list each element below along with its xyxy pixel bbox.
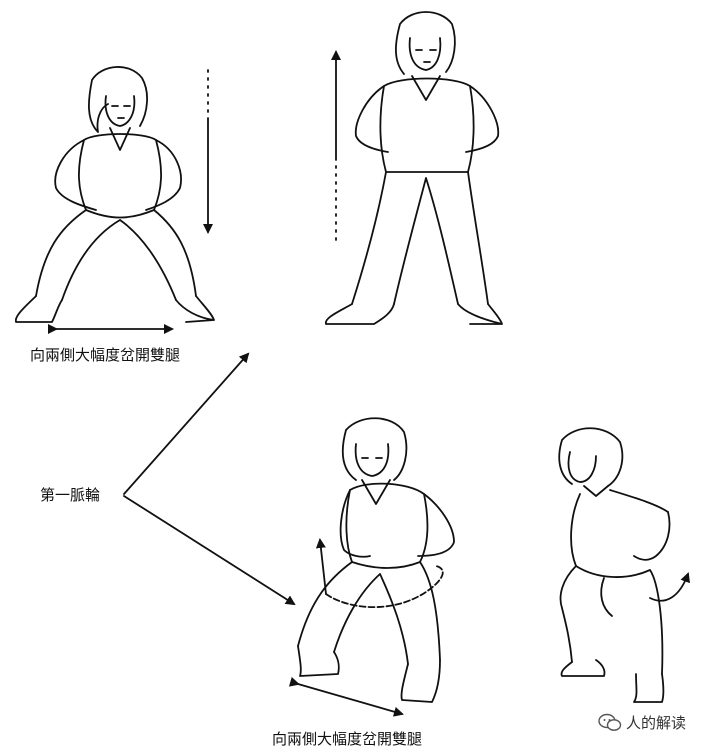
figure-standing <box>326 12 502 324</box>
label-first-chakra: 第一脈輪 <box>40 484 100 505</box>
figure-squat-side <box>559 428 669 702</box>
wechat-icon <box>598 713 622 733</box>
pointer-line-up <box>124 354 248 494</box>
double-arrow-icon <box>298 684 402 714</box>
watermark-text: 人的解读 <box>626 712 686 733</box>
watermark: 人的解读 <box>598 712 686 733</box>
figure-squat-front <box>16 67 214 322</box>
caption-top: 向兩側大幅度岔開雙腿 <box>30 344 180 365</box>
pointer-line-down <box>124 496 294 604</box>
caption-bottom: 向兩側大幅度岔開雙腿 <box>272 728 422 749</box>
